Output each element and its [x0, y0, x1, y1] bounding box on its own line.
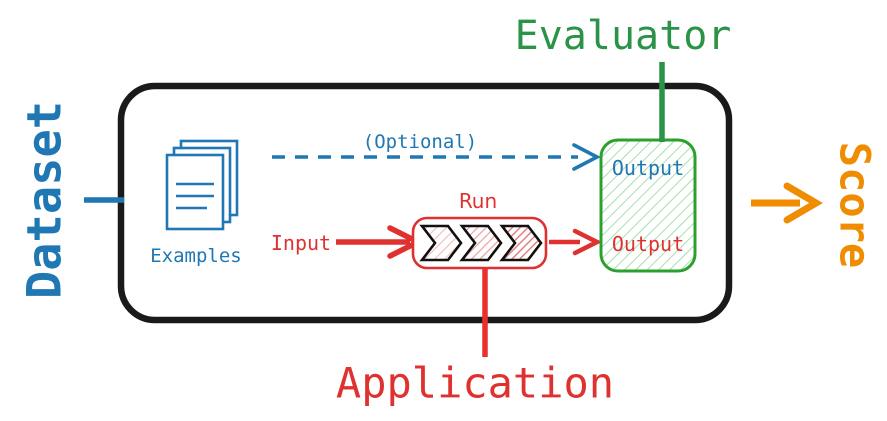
- output-label-from-run: Output: [612, 232, 684, 256]
- examples-document-lines: [176, 182, 214, 210]
- run-chevron-2: [459, 224, 503, 262]
- optional-label: (Optional): [363, 131, 477, 153]
- input-label: Input: [271, 231, 331, 255]
- dataset-label: Dataset: [18, 101, 73, 299]
- evaluator-label: Evaluator: [515, 13, 732, 59]
- run-chevron-1: [419, 224, 463, 262]
- examples-document-stack-icon: [165, 139, 239, 231]
- application-label: Application: [336, 359, 614, 408]
- run-chevron-3: [499, 224, 543, 262]
- optional-arrow-head: [572, 143, 601, 171]
- pipeline-boundary: [117, 82, 733, 324]
- evaluator-output-box: [599, 138, 697, 273]
- examples-label: Examples: [150, 245, 242, 267]
- run-label: Run: [459, 189, 497, 213]
- score-arrow-head: [783, 182, 823, 224]
- run-to-output-arrow-head: [572, 228, 603, 256]
- output-label-from-examples: Output: [612, 156, 684, 180]
- score-label: Score: [831, 142, 880, 268]
